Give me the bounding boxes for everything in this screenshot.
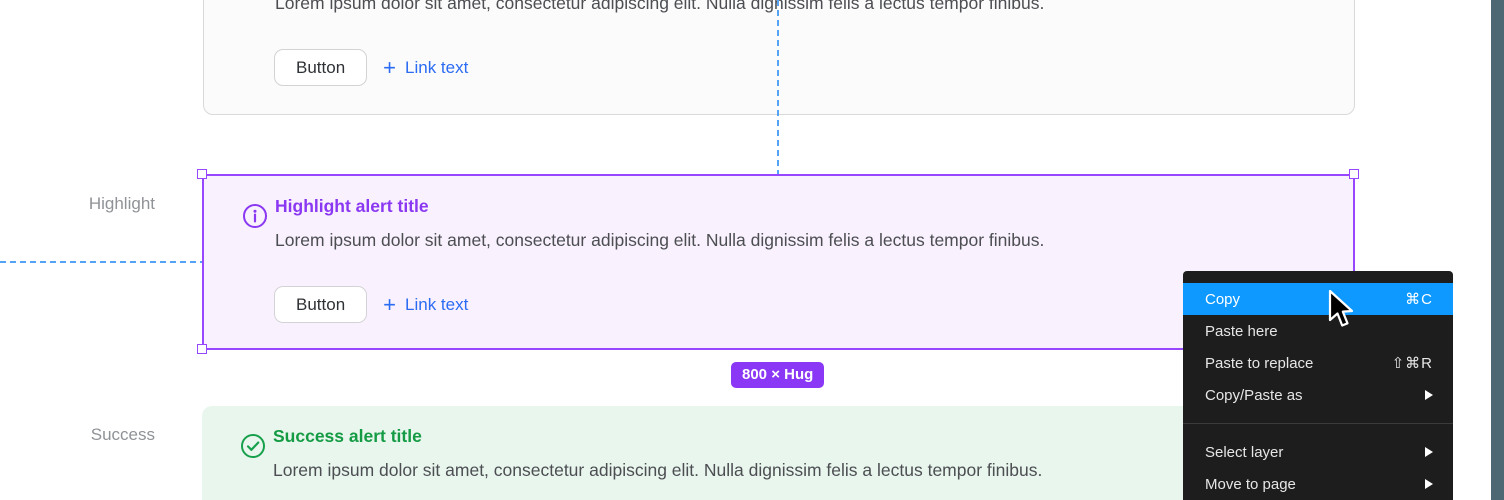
highlight-alert-card[interactable]: Highlight alert title Lorem ipsum dolor … bbox=[202, 174, 1355, 350]
link-label: Link text bbox=[405, 294, 469, 314]
selection-size-badge: 800 × Hug bbox=[731, 362, 825, 388]
menu-shortcut: ⇧⌘R bbox=[1391, 355, 1433, 372]
info-circle-icon bbox=[242, 203, 268, 229]
menu-item-label: Paste to replace bbox=[1205, 354, 1314, 372]
alert-link[interactable]: + Link text bbox=[383, 54, 469, 80]
selection-handle-bottom-left[interactable] bbox=[197, 344, 207, 354]
mouse-cursor-icon bbox=[1327, 289, 1354, 336]
submenu-arrow-icon bbox=[1425, 390, 1433, 400]
menu-item-label: Copy/Paste as bbox=[1205, 386, 1303, 404]
check-circle-icon bbox=[240, 433, 266, 459]
section-label-success[interactable]: Success bbox=[90, 425, 155, 444]
menu-separator bbox=[1183, 423, 1453, 424]
menu-item-copy-paste-as[interactable]: Copy/Paste as bbox=[1183, 379, 1453, 411]
plus-icon: + bbox=[383, 54, 397, 80]
menu-item-move-to-page[interactable]: Move to page bbox=[1183, 468, 1453, 500]
submenu-arrow-icon bbox=[1425, 479, 1433, 489]
alert-body-text: Lorem ipsum dolor sit amet, consectetur … bbox=[275, 0, 1045, 13]
menu-item-select-layer[interactable]: Select layer bbox=[1183, 436, 1453, 468]
right-panel-edge bbox=[1491, 0, 1504, 500]
alert-body-text: Lorem ipsum dolor sit amet, consectetur … bbox=[275, 230, 1045, 250]
context-menu: Copy ⌘C Paste here Paste to replace ⇧⌘R … bbox=[1183, 271, 1453, 500]
menu-item-paste-here[interactable]: Paste here bbox=[1183, 315, 1453, 347]
alert-button[interactable]: Button bbox=[274, 49, 368, 86]
alert-link[interactable]: + Link text bbox=[383, 291, 469, 317]
menu-item-copy[interactable]: Copy ⌘C bbox=[1183, 283, 1453, 315]
alert-button[interactable]: Button bbox=[274, 286, 368, 323]
vertical-dashed-guide bbox=[777, 0, 779, 174]
default-alert-card[interactable]: Lorem ipsum dolor sit amet, consectetur … bbox=[203, 0, 1355, 115]
menu-shortcut: ⌘C bbox=[1405, 291, 1433, 308]
horizontal-dashed-guide bbox=[0, 261, 202, 263]
alert-body-text: Lorem ipsum dolor sit amet, consectetur … bbox=[273, 460, 1043, 480]
menu-item-paste-to-replace[interactable]: Paste to replace ⇧⌘R bbox=[1183, 347, 1453, 379]
section-label-highlight[interactable]: Highlight bbox=[88, 194, 155, 213]
link-label: Link text bbox=[405, 57, 469, 77]
selection-handle-top-right[interactable] bbox=[1349, 169, 1359, 179]
submenu-arrow-icon bbox=[1425, 447, 1433, 457]
menu-item-label: Copy bbox=[1205, 290, 1241, 308]
menu-item-label: Move to page bbox=[1205, 475, 1296, 493]
menu-item-label: Paste here bbox=[1205, 322, 1278, 340]
menu-item-label: Select layer bbox=[1205, 443, 1284, 461]
plus-icon: + bbox=[383, 291, 397, 317]
success-alert-card[interactable]: Success alert title Lorem ipsum dolor si… bbox=[202, 406, 1355, 500]
alert-title: Success alert title bbox=[273, 426, 422, 446]
selection-handle-top-left[interactable] bbox=[197, 169, 207, 179]
alert-title: Highlight alert title bbox=[275, 196, 429, 216]
